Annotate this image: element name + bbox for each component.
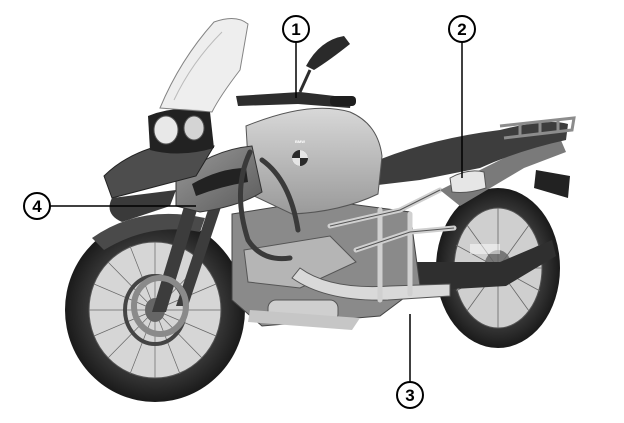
callout-number-2: 2 xyxy=(457,20,466,39)
swingarm xyxy=(400,240,556,292)
front-fork xyxy=(152,200,222,312)
windscreen xyxy=(159,18,249,113)
callout-4: 4 xyxy=(23,192,196,220)
crash-bars xyxy=(238,149,301,262)
headlight xyxy=(148,108,214,154)
callout-number-1: 1 xyxy=(291,20,300,39)
mirror xyxy=(306,36,350,70)
motorcycle-illustration: BMW xyxy=(65,18,576,402)
handlebar xyxy=(236,69,356,108)
rear-fender xyxy=(534,170,570,198)
front-beak xyxy=(103,141,215,199)
luggage-rack xyxy=(499,116,576,140)
callout-number-3: 3 xyxy=(405,386,414,405)
callout-circle-4 xyxy=(23,192,51,220)
callout-circle-3 xyxy=(396,381,424,409)
side-panel-rear xyxy=(449,170,487,193)
fuel-tank xyxy=(245,107,383,215)
callout-1: 1 xyxy=(282,15,310,98)
brake-disc xyxy=(131,275,189,337)
callout-2: 2 xyxy=(448,15,476,178)
brand-badge-text: BMW xyxy=(295,139,305,144)
engine xyxy=(231,199,451,330)
callout-number-4: 4 xyxy=(32,197,42,216)
callout-circle-1 xyxy=(282,15,310,43)
callout-circle-2 xyxy=(448,15,476,43)
callout-3: 3 xyxy=(396,314,424,409)
bmw-badge: BMW xyxy=(292,139,308,166)
air-intake xyxy=(192,168,248,196)
